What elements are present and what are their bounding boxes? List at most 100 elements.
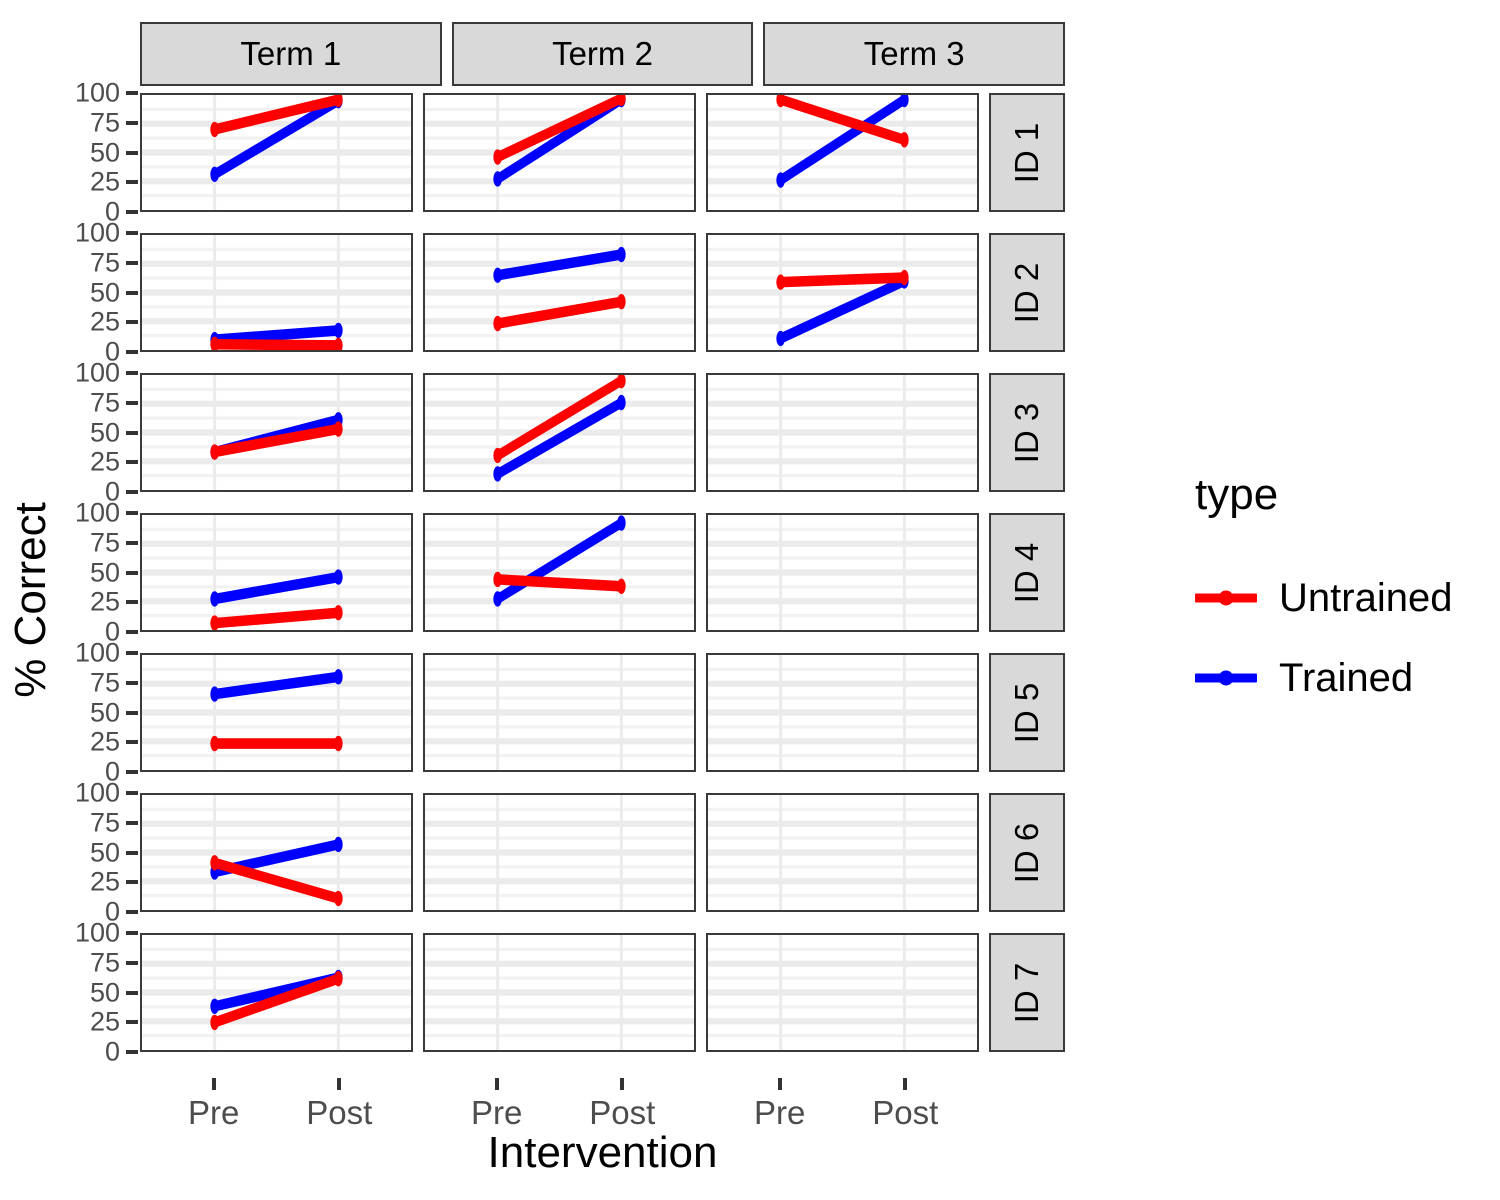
y-tick-label: 100 [74, 777, 120, 808]
row-strip-label: ID 5 [1008, 682, 1045, 743]
x-tick-label: Post [306, 1094, 373, 1131]
row-strip-1: ID 1 [989, 93, 1065, 212]
x-tick-label: Post [872, 1094, 939, 1131]
row-strip-label: ID 4 [1008, 542, 1045, 603]
series-untrained [210, 971, 343, 1031]
y-tick-mark [126, 460, 138, 465]
panel-term2-id6 [423, 793, 696, 912]
legend-key-icon [1195, 576, 1257, 620]
panel-row-5: ID 5 [140, 653, 1065, 772]
y-tick-mark [126, 1020, 138, 1025]
panel-row-6: ID 6 [140, 793, 1065, 912]
y-tick-label: 25 [89, 726, 120, 757]
panel-term3-id7 [706, 933, 979, 1052]
y-tick-label: 75 [89, 667, 120, 698]
y-tick-mark [126, 371, 138, 375]
x-tick-mark [494, 1078, 499, 1090]
legend-item-trained[interactable]: Trained [1195, 644, 1495, 712]
y-tick-label: 0 [104, 756, 120, 787]
x-tick-label: Post [589, 1094, 656, 1131]
y-tick-label: 75 [89, 247, 120, 278]
panel-term1-id3 [140, 373, 413, 492]
y-tick-label: 25 [89, 586, 120, 617]
panel-term1-id2 [140, 233, 413, 352]
panel-row-4: ID 4 [140, 513, 1065, 632]
series-untrained [493, 571, 626, 594]
y-tick-mark [126, 710, 138, 715]
panel-row-1: ID 1 [140, 93, 1065, 212]
y-tick-mark [126, 350, 138, 354]
y-tick-label: 0 [104, 1036, 120, 1067]
y-tick-label: 25 [89, 306, 120, 337]
column-strip-2: Term 2 [451, 22, 754, 86]
legend-key-icon [1195, 656, 1257, 700]
y-tick-mark [126, 651, 138, 655]
legend-item-untrained[interactable]: Untrained [1195, 564, 1495, 632]
y-tick-mark [126, 260, 138, 265]
y-tick-label: 100 [74, 217, 120, 248]
y-tick-mark [126, 960, 138, 965]
legend-title: type [1195, 470, 1279, 519]
series-untrained [776, 95, 909, 148]
y-tick-mark [126, 570, 138, 575]
y-tick-label: 50 [89, 837, 120, 867]
y-tick-mark [126, 791, 138, 795]
y-tick-label: 0 [104, 896, 120, 927]
y-tick-label: 0 [104, 196, 120, 227]
row-strip-label: ID 2 [1008, 262, 1045, 323]
panel-term2-id4 [423, 513, 696, 632]
y-tick-label: 25 [89, 866, 120, 897]
panel-term2-id3 [423, 373, 696, 492]
panel-row-3: ID 3 [140, 373, 1065, 492]
y-tick-label: 0 [104, 336, 120, 367]
y-tick-mark [126, 600, 138, 605]
y-tick-mark [126, 231, 138, 235]
panel-term1-id5 [140, 653, 413, 772]
panel-term1-id6 [140, 793, 413, 912]
series-trained [210, 569, 343, 607]
panel-term3-id4 [706, 513, 979, 632]
series-untrained [210, 336, 343, 350]
y-tick-label: 75 [89, 947, 120, 978]
x-tick-label: Pre [188, 1094, 240, 1131]
series-untrained [493, 95, 626, 165]
x-tick-mark [777, 1078, 782, 1090]
column-strip-3: Term 3 [763, 22, 1066, 86]
y-tick-mark [126, 630, 138, 634]
legend-item-label: Trained [1279, 655, 1414, 700]
y-tick-label: 50 [89, 557, 120, 587]
row-strip-label: ID 3 [1008, 402, 1045, 463]
y-tick-mark [126, 210, 138, 214]
y-tick-label: 50 [89, 137, 120, 167]
y-tick-mark [126, 290, 138, 295]
row-strip-label: ID 6 [1008, 822, 1045, 883]
legend-item-label: Untrained [1279, 575, 1453, 620]
y-tick-mark [126, 320, 138, 325]
series-trained [210, 669, 343, 702]
y-tick-mark [126, 850, 138, 855]
x-tick-mark [620, 1078, 625, 1090]
y-tick-label: 50 [89, 417, 120, 447]
panel-term2-id2 [423, 233, 696, 352]
series-trained [493, 515, 626, 607]
series-untrained [210, 735, 343, 752]
x-tick-label: Pre [471, 1094, 523, 1131]
panel-term2-id1 [423, 93, 696, 212]
y-tick-label: 50 [89, 277, 120, 307]
row-strip-label: ID 7 [1008, 962, 1045, 1023]
y-tick-label: 75 [89, 807, 120, 838]
y-tick-label: 100 [74, 357, 120, 388]
panel-term1-id7 [140, 933, 413, 1052]
y-tick-label: 75 [89, 107, 120, 138]
series-untrained [493, 294, 626, 332]
series-untrained [493, 375, 626, 464]
panel-rows: ID 1 ID 2 ID 3 ID 4 ID 5 ID 6 ID 7 [140, 93, 1065, 1052]
y-tick-mark [126, 770, 138, 774]
y-tick-label: 100 [74, 497, 120, 528]
